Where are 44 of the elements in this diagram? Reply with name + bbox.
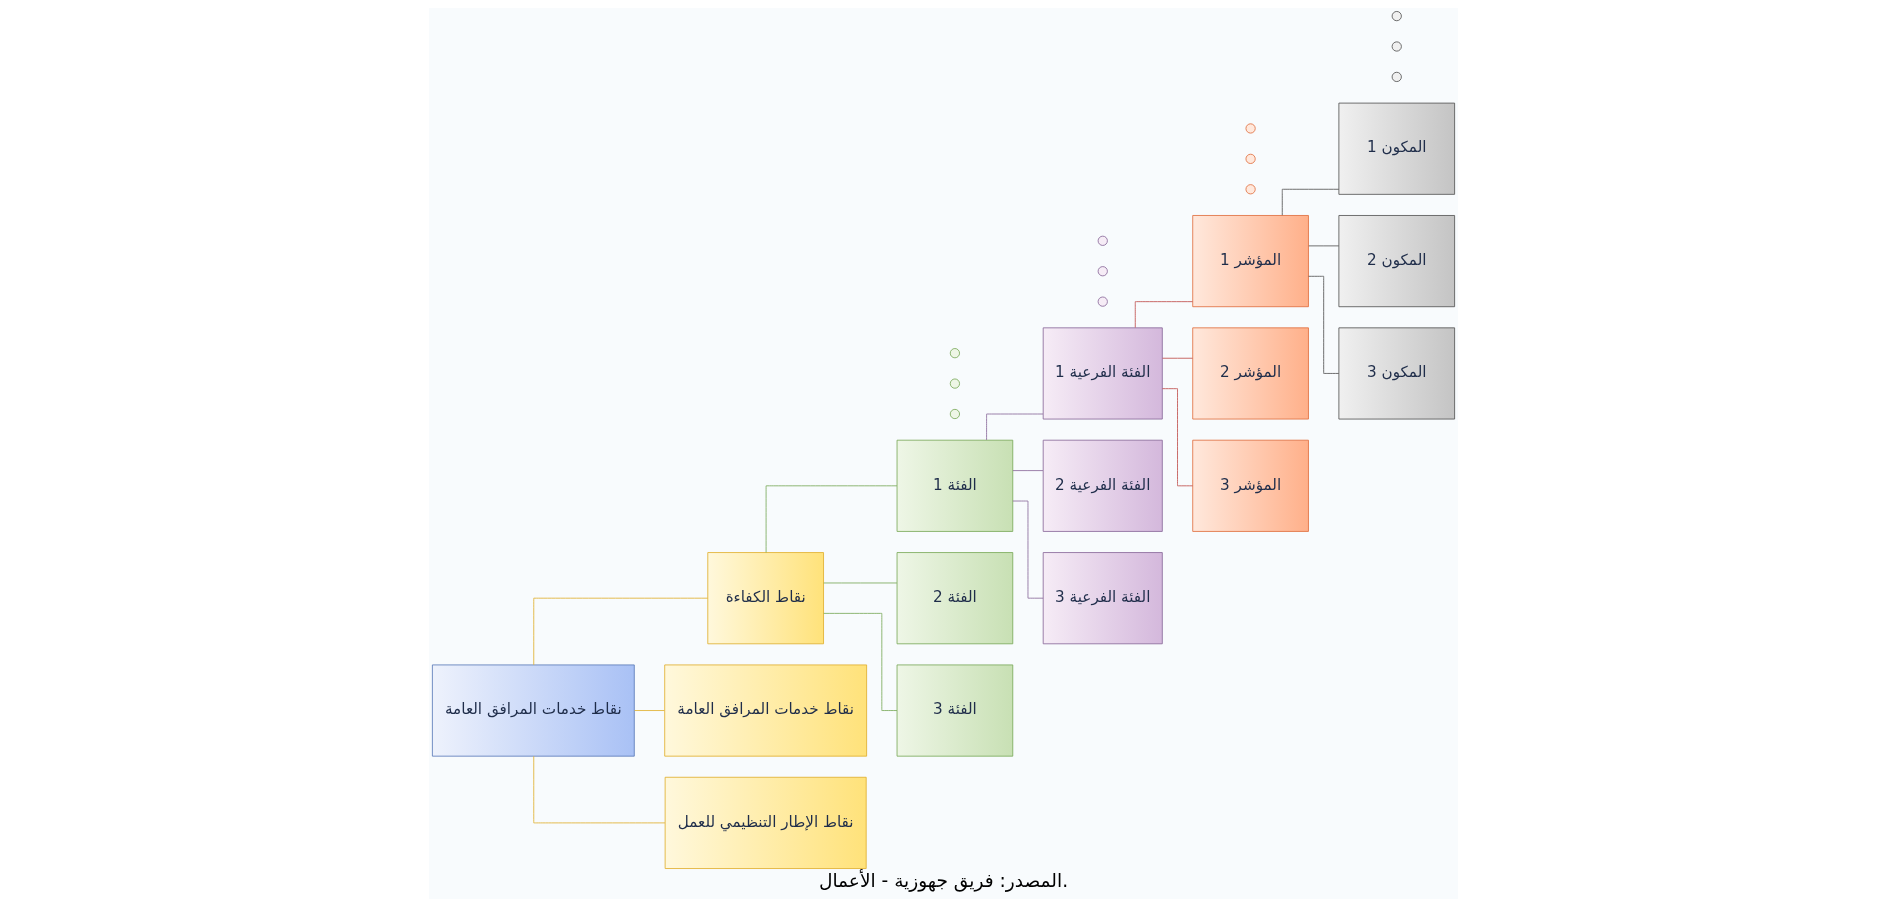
node-box: الفئة الفرعية 3 — [1042, 552, 1163, 645]
node-box: الفئة 3 — [896, 664, 1013, 757]
node-circle — [1391, 71, 1402, 82]
node-circle — [1097, 235, 1108, 246]
node-box: المؤشر 3 — [1191, 439, 1309, 532]
node-box: نقاط الكفاءة — [706, 552, 824, 645]
node-circle — [1097, 296, 1108, 307]
node-circle — [949, 378, 960, 389]
node-box: المكون 3 — [1337, 327, 1455, 420]
connector — [633, 710, 665, 711]
connector — [1161, 388, 1193, 487]
node-box: المؤشر 2 — [1191, 327, 1309, 420]
connector — [1134, 301, 1193, 328]
connector — [822, 582, 897, 584]
connector — [1161, 357, 1193, 359]
node-circle — [1245, 184, 1256, 195]
connector — [1281, 188, 1339, 216]
node-circle — [1391, 11, 1402, 22]
connector — [1011, 500, 1044, 599]
node-circle — [949, 408, 960, 420]
connector — [765, 485, 897, 553]
node-box: الفئة 2 — [896, 552, 1013, 645]
node-circle — [1391, 41, 1402, 52]
node-box: نقاط خدمات المرافق العامة — [663, 664, 867, 757]
node-box: الفئة 1 — [896, 439, 1013, 532]
connector — [1307, 275, 1339, 374]
connector — [1307, 245, 1339, 247]
connector — [532, 755, 665, 824]
node-circle — [1245, 123, 1256, 134]
node-box: الفئة الفرعية 1 — [1042, 327, 1163, 420]
node-circle — [1097, 266, 1108, 277]
caption: المصدر: فريق جهوزية - الأعمال. — [818, 869, 1068, 891]
node-box: نقاط خدمات المرافق العامة — [431, 664, 635, 757]
node-circle — [949, 348, 960, 359]
connector — [532, 597, 708, 666]
node-box: المؤشر 1 — [1191, 215, 1309, 308]
connector — [822, 612, 897, 711]
node-box: المكون 2 — [1337, 215, 1455, 308]
node-box: نقاط الإطار التنظيمي للعمل — [664, 776, 867, 869]
node-box: الفئة الفرعية 2 — [1042, 439, 1163, 532]
connector — [985, 413, 1043, 441]
connector — [1012, 470, 1043, 472]
node-box: المكون 1 — [1337, 102, 1455, 195]
node-circle — [1245, 153, 1256, 164]
